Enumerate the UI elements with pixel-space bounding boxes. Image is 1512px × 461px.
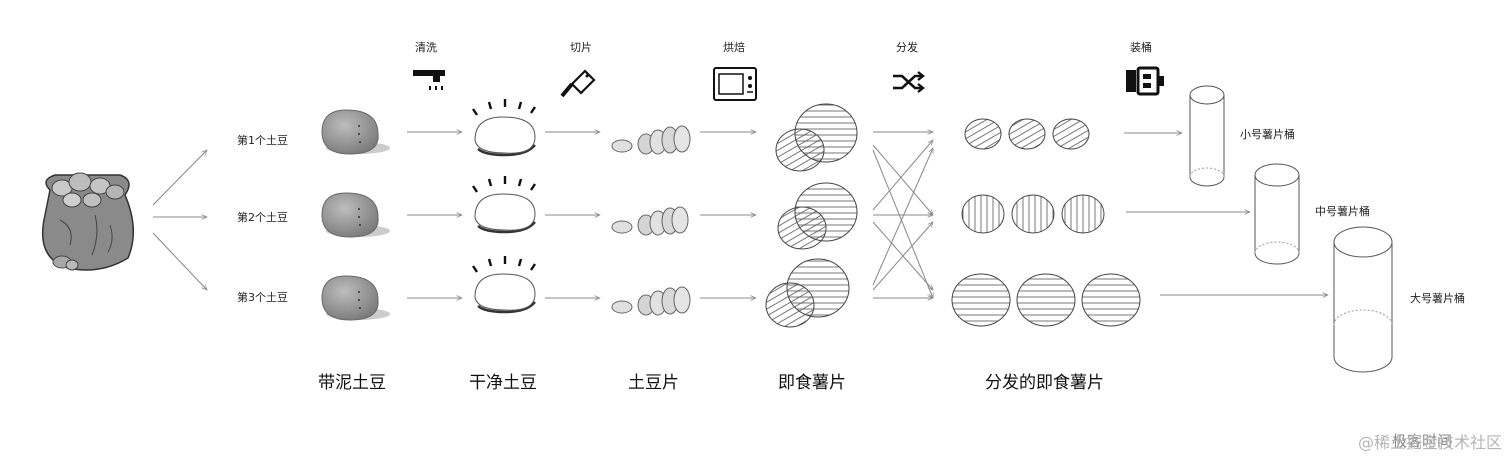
clean-potatoes <box>472 99 536 314</box>
shower-icon <box>413 70 445 90</box>
step-label-slice: 切片 <box>570 41 592 54</box>
bucket-label-small: 小号薯片桶 <box>1240 128 1295 141</box>
distributed-chips <box>951 118 1141 327</box>
stage-label-distributed: 分发的即食薯片 <box>985 373 1104 393</box>
stage-label-muddy: 带泥土豆 <box>318 373 386 393</box>
step-label-bake: 烘焙 <box>723 41 745 54</box>
bucket-large <box>1333 226 1393 373</box>
stage-label-clean: 干净土豆 <box>469 373 537 393</box>
bucket-label-large: 大号薯片桶 <box>1410 292 1465 305</box>
bucket-label-medium: 中号薯片桶 <box>1315 205 1370 218</box>
oven-icon <box>713 67 757 101</box>
row-label-3: 第3个土豆 <box>237 291 288 304</box>
bucket-icon <box>1126 66 1164 96</box>
row-label-2: 第2个土豆 <box>237 211 288 224</box>
watermark-juejin: @稀土掘金技术社区 <box>1357 433 1502 452</box>
step-label-bucket: 装桶 <box>1130 41 1152 54</box>
stage-label-chips: 即食薯片 <box>778 373 846 393</box>
step-label-distribute: 分发 <box>896 41 918 54</box>
row-label-1: 第1个土豆 <box>237 134 288 147</box>
ready-chips <box>765 103 858 328</box>
distribution-arrows <box>872 132 933 298</box>
muddy-potatoes <box>321 109 390 321</box>
stage-label-slices: 土豆片 <box>628 373 679 393</box>
bucket-small <box>1189 85 1225 187</box>
cleaver-icon <box>560 69 596 98</box>
shuffle-icon <box>893 71 925 93</box>
watermark-geektime: 极客时间 <box>1391 432 1452 450</box>
potato-slices <box>611 125 691 316</box>
sack-icon <box>41 172 135 271</box>
step-label-wash: 清洗 <box>415 41 437 54</box>
bucket-medium <box>1254 163 1300 265</box>
